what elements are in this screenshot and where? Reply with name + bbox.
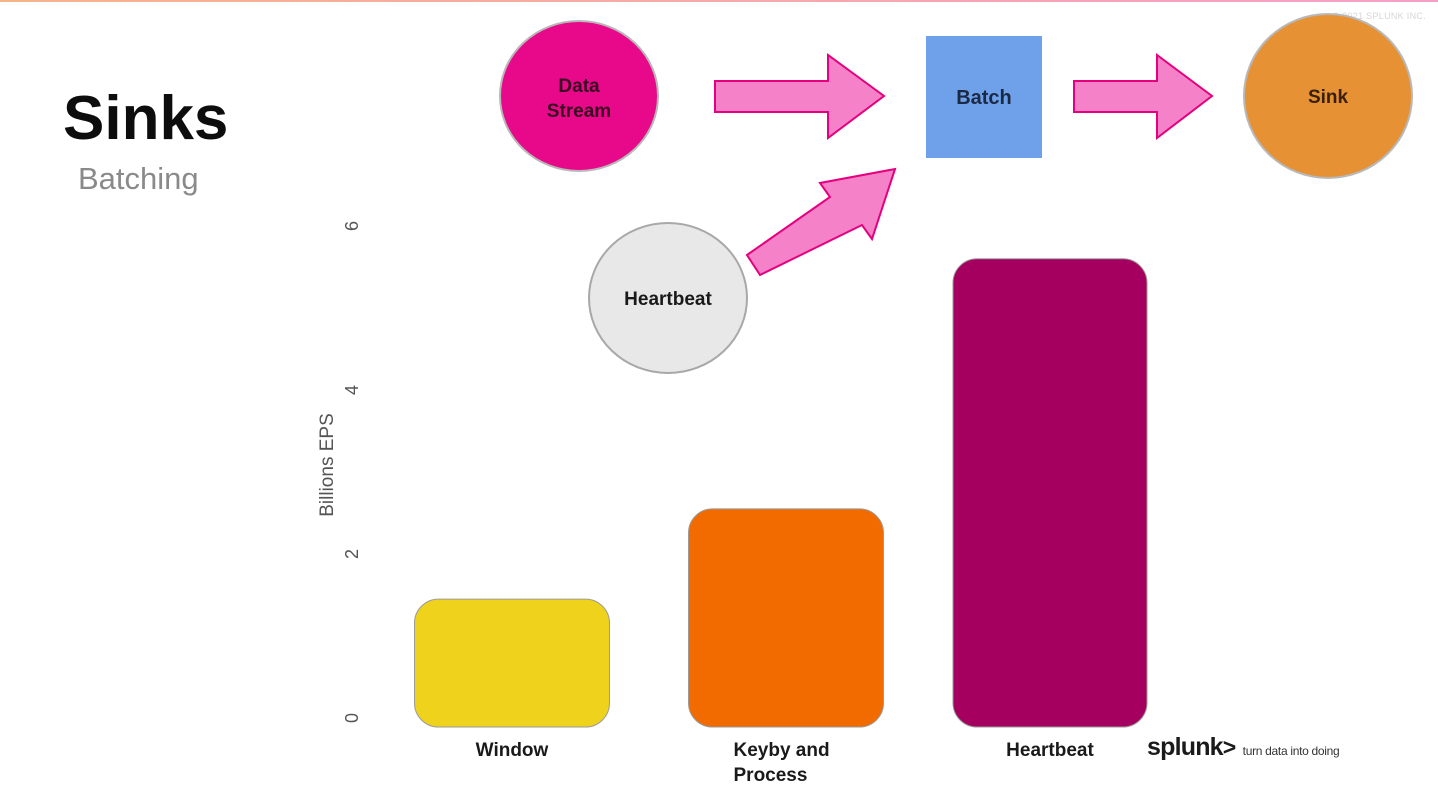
arrow-batch-to-sink <box>1073 53 1214 141</box>
bar <box>414 598 610 728</box>
y-tick-label: 2 <box>342 549 362 559</box>
heartbeat-label: Heartbeat <box>624 289 712 310</box>
copyright-notice: © 2021 SPLUNK INC. <box>1332 11 1426 21</box>
arrow-heartbeat-to-batch <box>745 167 897 277</box>
slide-title: Sinks <box>63 84 229 153</box>
batch-node: Batch <box>926 36 1042 158</box>
top-accent-line <box>0 0 1438 2</box>
batch-label: Batch <box>956 87 1012 109</box>
y-axis-ticks: 0 2 4 6 <box>342 221 362 723</box>
bars <box>414 258 1148 728</box>
sink-label: Sink <box>1308 87 1349 108</box>
data-stream-node: Data Stream <box>499 20 659 172</box>
arrow-datastream-to-batch <box>714 53 886 140</box>
bar <box>952 258 1148 728</box>
splunk-chevron-icon: > <box>1222 734 1237 760</box>
sink-node: Sink <box>1243 13 1413 179</box>
splunk-wordmark: splunk <box>1147 733 1224 761</box>
x-tick-label: Window <box>476 740 549 761</box>
y-tick-label: 0 <box>342 713 362 723</box>
splunk-logo: splunk> turn data into doing <box>1147 733 1340 762</box>
x-tick-label: Heartbeat <box>1006 740 1094 761</box>
flow-diagram: Data Stream Batch Sink Heartbeat <box>499 13 1413 374</box>
y-axis-label: Billions EPS <box>317 413 338 517</box>
slide-subtitle: Batching <box>78 161 199 196</box>
splunk-tagline: turn data into doing <box>1242 744 1340 758</box>
y-tick-label: 6 <box>342 221 362 231</box>
y-tick-label: 4 <box>342 385 362 395</box>
data-stream-label-line2: Stream <box>547 101 611 122</box>
bar <box>688 508 884 728</box>
heartbeat-node: Heartbeat <box>588 222 748 374</box>
data-stream-label-line1: Data <box>558 76 600 97</box>
